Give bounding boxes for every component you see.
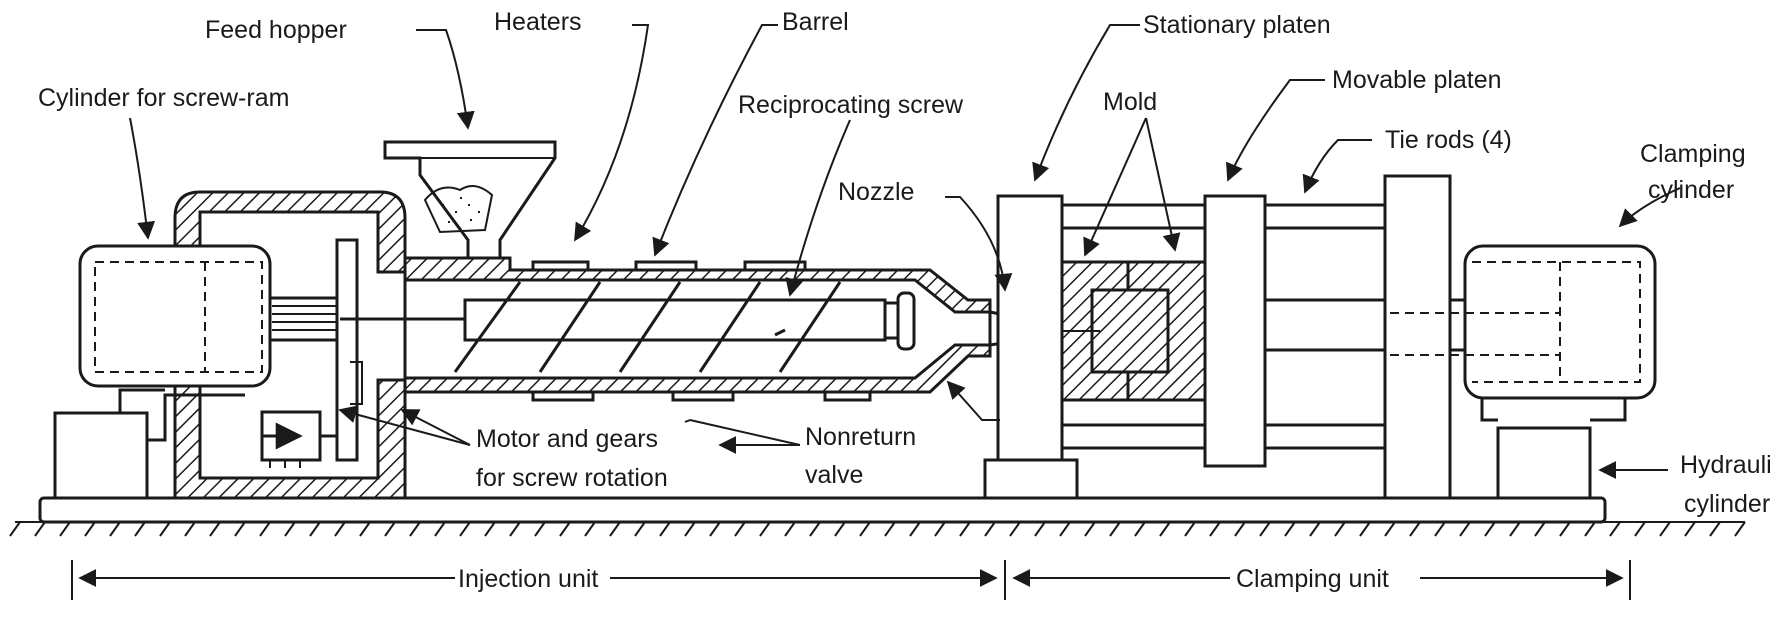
stationary-platen [996,194,1064,462]
drive-gear [335,238,359,462]
ground-hatching [9,521,1746,537]
feed-hopper [383,140,557,260]
injection-frame [173,190,407,500]
label-feed-hopper: Feed hopper [205,16,347,44]
screw-ram-cylinder [78,244,272,388]
label-motor-gears-line1: Motor and gears [476,425,658,453]
label-motor-gears-line2: for screw rotation [476,464,668,492]
movable-platen [1203,194,1267,468]
label-cylinder-screw-ram: Cylinder for screw-ram [38,84,289,112]
label-reciprocating-screw: Reciprocating screw [738,91,964,119]
hydraulic-pump-box [53,411,149,500]
label-movable-platen: Movable platen [1332,66,1502,94]
machine-base [38,496,1607,524]
label-clamping-unit: Clamping unit [1236,565,1389,593]
reciprocating-screw [340,281,916,373]
stationary-platen-foot [983,458,1079,500]
label-nonreturn-valve-line2: valve [805,461,863,489]
leader-lines [129,24,1681,479]
heater-bands [531,260,872,402]
piston-rod [268,296,342,342]
label-mold: Mold [1103,88,1157,116]
label-clamping-cylinder-line2: cylinder [1648,176,1734,204]
mold [1060,260,1207,402]
label-barrel: Barrel [782,8,849,36]
label-hydraulic-cylinder-line2: cylinder [1684,490,1770,518]
hydraulic-cylinder-box [1496,426,1592,500]
label-stationary-platen: Stationary platen [1143,11,1331,39]
unit-dimension-lines [71,560,1631,600]
label-injection-unit: Injection unit [458,565,598,593]
tie-rods [1062,203,1385,450]
label-nonreturn-valve-line1: Nonreturn [805,423,916,451]
label-clamping-cylinder-line1: Clamping [1640,140,1746,168]
label-tie-rods: Tie rods (4) [1385,126,1512,154]
label-heaters: Heaters [494,8,582,36]
label-nozzle: Nozzle [838,178,914,206]
rear-platen [1383,174,1452,500]
